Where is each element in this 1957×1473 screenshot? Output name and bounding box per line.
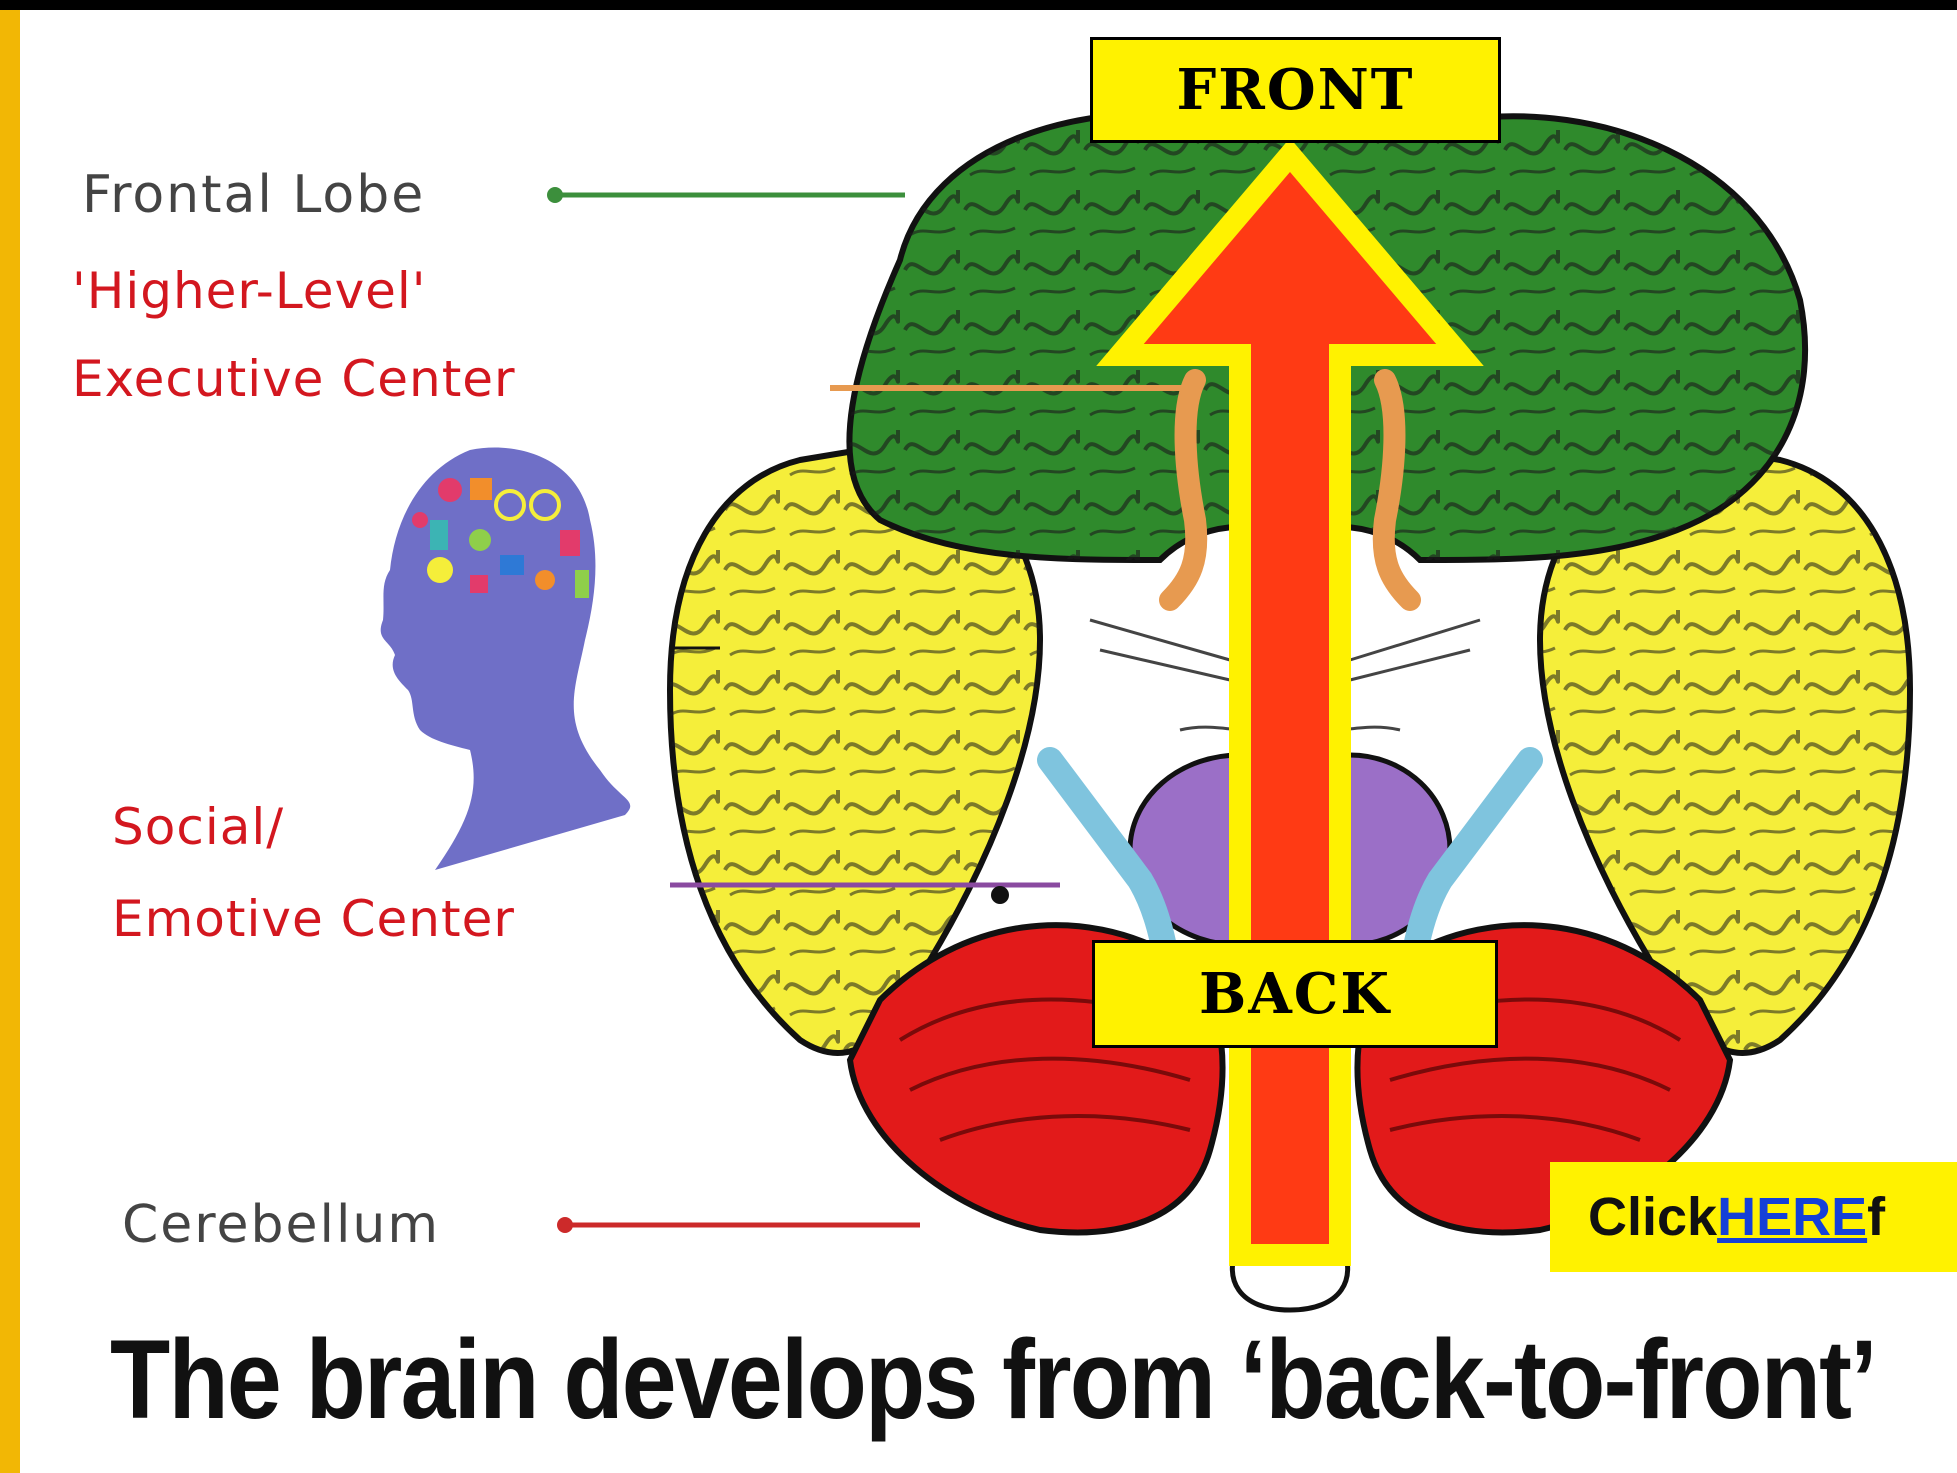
- cta-prefix: Click: [1588, 1186, 1717, 1248]
- front-tag: FRONT: [1090, 37, 1501, 143]
- click-here-banner: Click HERE f: [1550, 1162, 1957, 1272]
- higher-level-label: 'Higher-Level': [72, 262, 427, 320]
- here-link[interactable]: HERE: [1717, 1186, 1867, 1248]
- frontal-lobe-label: Frontal Lobe: [82, 165, 425, 225]
- executive-center-label: Executive Center: [72, 350, 516, 408]
- child-silhouette: [381, 448, 631, 870]
- cerebellum-label: Cerebellum: [122, 1195, 440, 1255]
- back-tag: BACK: [1092, 940, 1498, 1048]
- social-label: Social/: [112, 798, 284, 856]
- diagram-caption: The brain develops from ‘back-to-front’: [110, 1315, 1876, 1444]
- emotive-center-label: Emotive Center: [112, 890, 515, 948]
- cta-suffix: f: [1867, 1186, 1885, 1248]
